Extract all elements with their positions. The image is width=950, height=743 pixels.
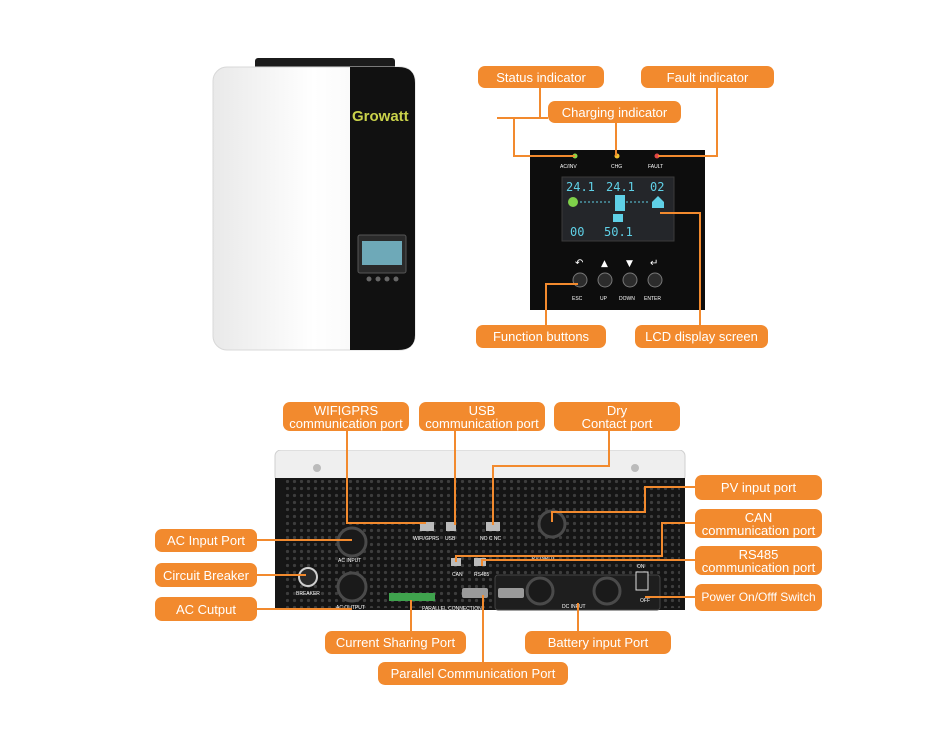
power-switch-callout: Power On/Offf Switch (695, 584, 822, 611)
circuit-breaker-knob (298, 567, 318, 587)
unit-label: BREAKER (296, 591, 320, 597)
unit-label: WIFI/GPRS (413, 536, 440, 542)
can-callout: CAN communication port (695, 509, 822, 538)
pv-input-callout: PV input port (695, 475, 822, 500)
dry-contact-port (486, 522, 500, 531)
mini-button (393, 276, 399, 282)
mini-button (384, 276, 390, 282)
lcd-value-bottom-left: 00 (570, 225, 584, 239)
battery-positive-port (525, 576, 555, 606)
inverter-black-panel (350, 67, 415, 350)
ac-input-port (336, 526, 368, 558)
up-button[interactable] (597, 272, 613, 288)
unit-label: RS485 (474, 572, 490, 578)
parallel-db9-port (498, 588, 524, 598)
usb-port (446, 522, 456, 531)
battery-input-callout: Battery input Port (525, 631, 671, 654)
rs485-callout: RS485 communication port (695, 546, 822, 575)
function-buttons-callout: Function buttons (476, 325, 606, 348)
down-button[interactable] (622, 272, 638, 288)
button-label: DOWN (619, 296, 635, 302)
unit-label: CAN (452, 572, 463, 578)
parallel-communication-callout: Parallel Communication Port (378, 662, 568, 685)
unit-label: NO C NC (480, 536, 502, 542)
lcd-sun-icon (568, 197, 578, 207)
button-label: UP (600, 296, 608, 302)
mini-button (366, 276, 372, 282)
button-label: ESC (572, 296, 583, 302)
circuit-breaker-callout: Circuit Breaker (155, 563, 257, 587)
ac-output-port (336, 571, 368, 603)
status-indicator-callout: Status indicator (478, 66, 604, 88)
screw (313, 464, 321, 472)
fault-indicator-callout: Fault indicator (641, 66, 774, 88)
button-label: ENTER (644, 296, 661, 302)
pv-leader (551, 486, 695, 522)
wifi-leader (346, 431, 426, 524)
indicator-label: AC/INV (560, 164, 577, 170)
enter-button[interactable] (647, 272, 663, 288)
unit-label: AC INPUT (338, 558, 361, 564)
growatt-logo: Growatt (352, 108, 409, 125)
lcd-value-top-mid: 24.1 (606, 180, 635, 194)
mini-lcd-screen (362, 241, 402, 265)
lcd-leader (660, 212, 701, 325)
fault-led (654, 153, 660, 159)
unit-label: DC INPUT (562, 604, 586, 610)
indicator-label: CHG (611, 164, 622, 170)
charging-indicator-callout: Charging indicator (548, 101, 681, 123)
parallel-db9-port (462, 588, 488, 598)
lcd-value-bottom-mid: 50.1 (604, 225, 633, 239)
lcd-value-top-right: 02 (650, 180, 664, 194)
power-switch (635, 571, 649, 591)
inverter-front-image: Growatt (212, 58, 416, 351)
up-arrow-icon: ▲ (601, 259, 608, 269)
function-buttons-leader (545, 283, 578, 325)
lcd-home-icon (652, 196, 664, 208)
ac-output-callout: AC Cutput (155, 597, 257, 621)
down-arrow-icon: ▼ (626, 259, 633, 269)
dry-contact-callout: Dry Contact port (554, 402, 680, 431)
screw (631, 464, 639, 472)
wifigprs-callout: WIFIGPRS communication port (283, 402, 409, 431)
dry-leader (492, 431, 610, 525)
unit-label: USB (445, 536, 456, 542)
ac-input-callout: AC Input Port (155, 529, 257, 552)
usb-callout: USB communication port (419, 402, 545, 431)
inverter-bottom-image: AC INPUT BREAKER AC OUTPUT WIFI/GPRS USB… (274, 450, 686, 612)
fault-leader (658, 87, 718, 157)
unit-label: OFF (640, 598, 650, 604)
wifigprs-port (420, 522, 434, 531)
lcd-battery-icon (613, 214, 623, 222)
esc-arrow-icon: ↶ (575, 258, 583, 269)
unit-label: ON (637, 564, 645, 570)
rs485-port (474, 558, 486, 566)
battery-negative-port (592, 576, 622, 606)
mini-button (375, 276, 381, 282)
indicator-label: FAULT (648, 164, 663, 170)
rs485-leader (481, 559, 695, 566)
current-sharing-callout: Current Sharing Port (325, 631, 466, 654)
current-sharing-terminal (389, 593, 435, 601)
unit-label: PARALLEL CONNECTION (422, 606, 482, 612)
enter-arrow-icon: ↵ (650, 258, 658, 269)
lcd-value-top-left: 24.1 (566, 180, 595, 194)
lcd-inverter-icon (615, 195, 625, 211)
lcd-display-callout: LCD display screen (635, 325, 768, 348)
can-leader (455, 522, 695, 562)
